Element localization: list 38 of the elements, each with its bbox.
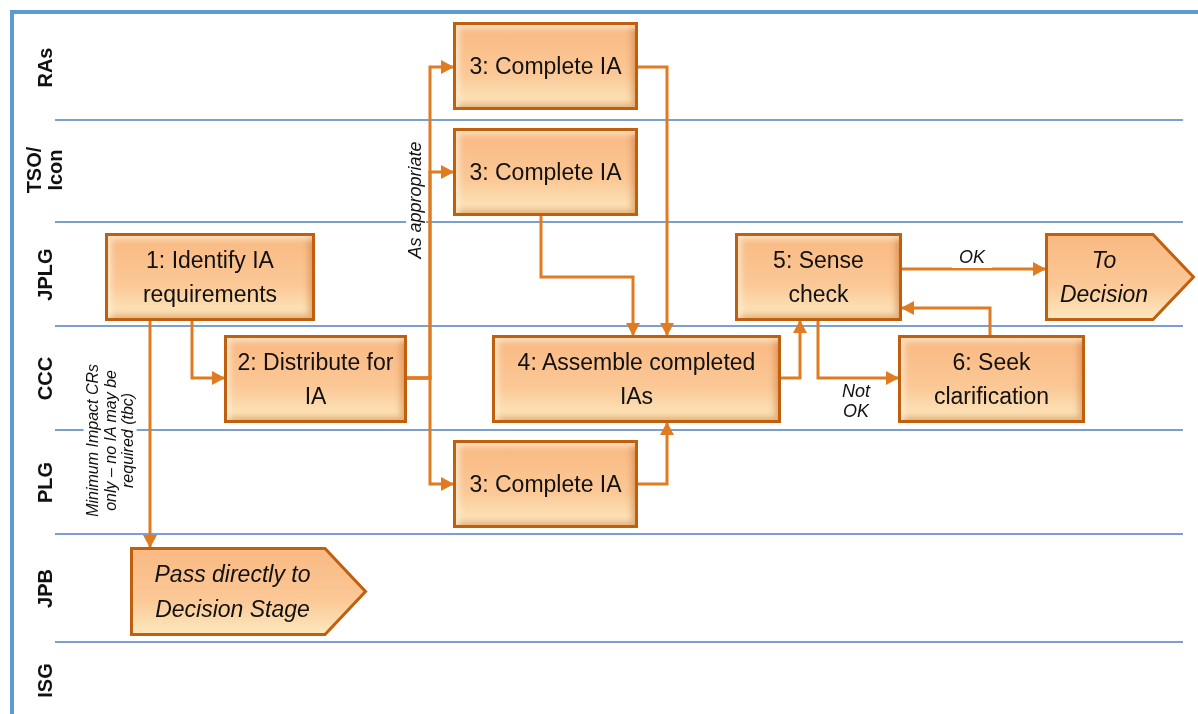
process-box (453, 22, 638, 110)
process-box (492, 335, 781, 423)
lane-label: RAs (34, 46, 56, 89)
step-text: 5: Sense check (772, 245, 865, 309)
step-text: To Decision (1058, 245, 1150, 309)
lane-label: ISG (34, 661, 56, 700)
lane-label: TSO/ Icon (24, 145, 66, 196)
terminator-pentagon (130, 547, 367, 636)
arrow (190, 321, 225, 385)
arrow (638, 65, 674, 336)
step-text: 6: Seek clarification (932, 347, 1050, 411)
process-box (453, 128, 638, 216)
arrow (539, 216, 640, 336)
process-box (735, 233, 902, 321)
process-box (453, 440, 638, 528)
arrow (816, 321, 899, 385)
arrow (638, 422, 674, 486)
process-box (105, 233, 315, 321)
edge-label: OK (952, 248, 992, 268)
lane-label: CCC (34, 355, 56, 402)
lane-label: JPLG (34, 246, 56, 303)
arrow (902, 262, 1046, 276)
arrow (901, 301, 992, 335)
step-text: 4: Assemble completed IAs (516, 347, 757, 411)
arrow (407, 376, 454, 491)
step-text: 1: Identify IA requirements (141, 245, 279, 309)
process-box (898, 335, 1085, 423)
step-text: Pass directly to Decision Stage (153, 560, 312, 624)
lane-label: PLG (34, 460, 56, 505)
terminator-pentagon (1045, 233, 1195, 321)
step-text: 2: Distribute for IA (236, 347, 395, 411)
step-text: 3: Complete IA (468, 157, 623, 187)
arrow (781, 320, 807, 380)
process-box (224, 335, 407, 423)
lane-label: JPB (34, 567, 56, 610)
step-text: 3: Complete IA (468, 51, 623, 81)
arrow (143, 321, 157, 548)
step-text: 3: Complete IA (468, 469, 623, 499)
